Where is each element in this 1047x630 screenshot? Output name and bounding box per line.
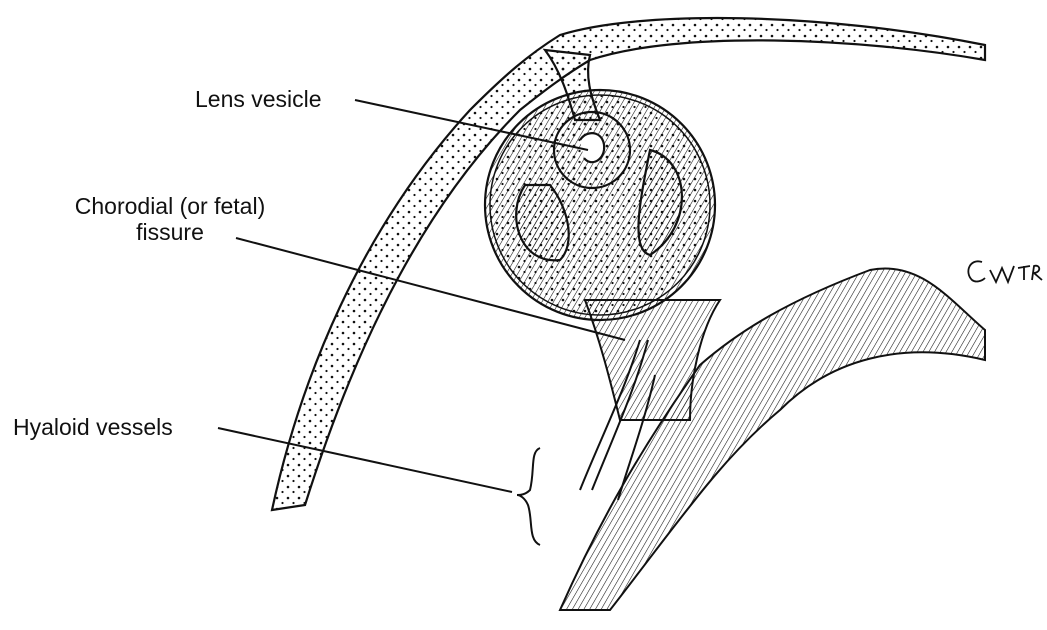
hyaloid-vessels-leader bbox=[218, 428, 512, 492]
label-lens-vesicle: Lens vesicle bbox=[195, 86, 322, 112]
brace bbox=[517, 448, 540, 545]
label-choroidal-fissure-line2: fissure bbox=[36, 219, 304, 245]
label-hyaloid-vessels: Hyaloid vessels bbox=[13, 414, 173, 440]
label-choroidal-fissure: Chorodial (or fetal) fissure bbox=[36, 193, 304, 245]
label-choroidal-fissure-line1: Chorodial (or fetal) bbox=[36, 193, 304, 219]
lens-vesicle bbox=[554, 112, 630, 188]
artist-signature bbox=[968, 261, 1042, 282]
